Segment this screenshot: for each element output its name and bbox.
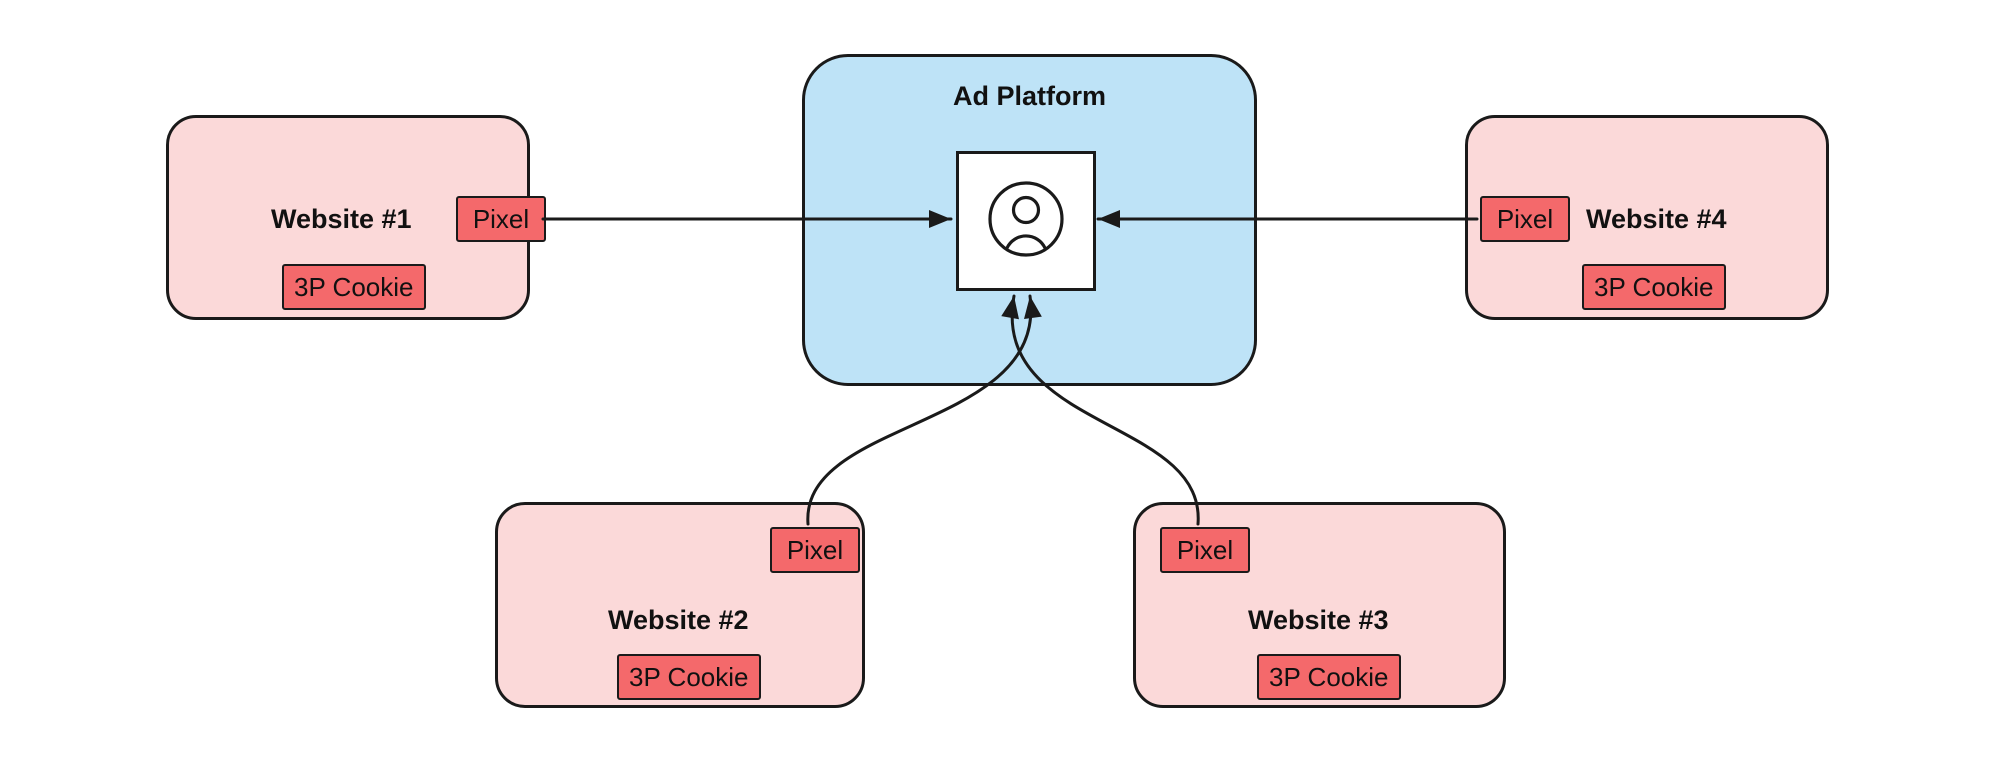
website-2-label: Website #2 [608, 605, 749, 635]
ad-platform-label: Ad Platform [952, 81, 1106, 111]
user-icon [976, 169, 1076, 274]
website-3-pixel-badge: Pixel [1160, 527, 1250, 573]
website-4-node: Pixel Website #4 3P Cookie [1465, 115, 1829, 320]
website-3-node: Pixel Website #3 3P Cookie [1133, 502, 1506, 708]
website-2-pixel-badge: Pixel [770, 527, 860, 573]
ad-platform-node: Ad Platform [802, 54, 1257, 386]
website-1-node: Website #1 Pixel 3P Cookie [166, 115, 546, 320]
website-4-cookie-badge: 3P Cookie [1582, 264, 1726, 310]
website-2-node: Pixel Website #2 3P Cookie [495, 502, 865, 708]
website-2-cookie-badge: 3P Cookie [617, 654, 761, 700]
website-1-pixel-badge: Pixel [456, 196, 546, 242]
website-3-label: Website #3 [1248, 605, 1389, 635]
website-4-pixel-badge: Pixel [1480, 196, 1570, 242]
ad-platform-user-box [956, 151, 1096, 291]
website-1-cookie-badge: 3P Cookie [282, 264, 426, 310]
website-3-cookie-badge: 3P Cookie [1257, 654, 1401, 700]
website-4-label: Website #4 [1586, 204, 1727, 234]
website-1-label: Website #1 [271, 204, 412, 234]
